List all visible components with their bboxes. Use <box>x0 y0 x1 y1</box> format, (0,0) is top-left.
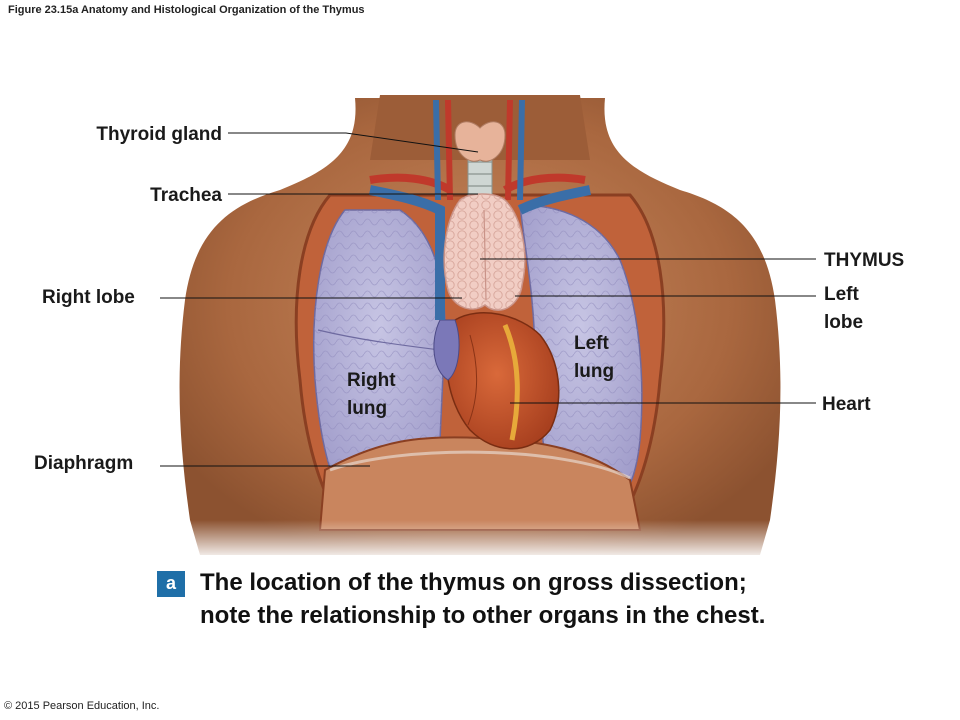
label-right-lung: Right lung <box>347 370 396 419</box>
vessel-red-left <box>369 173 453 194</box>
label-trachea: Trachea <box>150 185 222 206</box>
jugular-right <box>517 99 525 201</box>
leader-lines <box>160 132 816 467</box>
jugular-left <box>433 99 441 201</box>
label-right-lobe: Right lobe <box>42 287 135 308</box>
label-left-lobe: Left lobe <box>824 284 864 333</box>
vessel-blue-right <box>517 185 591 215</box>
caption-text: The location of the thymus on gross diss… <box>200 569 766 629</box>
label-diaphragm: Diaphragm <box>34 453 134 474</box>
carotid-left <box>445 99 453 201</box>
vessel-blue-left <box>369 185 445 320</box>
thyroid-shape <box>454 121 506 162</box>
carotid-right <box>505 99 513 201</box>
vessel-red-right <box>502 173 586 194</box>
label-thymus: THYMUS <box>824 250 905 271</box>
label-heart: Heart <box>822 394 871 415</box>
figure-title: Figure 23.15a Anatomy and Histological O… <box>8 4 365 16</box>
copyright: © 2015 Pearson Education, Inc. <box>4 700 160 712</box>
caption-badge: a <box>157 571 185 597</box>
leader-thyroid <box>228 132 479 153</box>
label-thyroid-gland: Thyroid gland <box>96 124 222 145</box>
right-atrium-shape <box>433 319 460 381</box>
heart-shape <box>445 312 560 450</box>
label-left-lung: Left lung <box>574 333 615 382</box>
